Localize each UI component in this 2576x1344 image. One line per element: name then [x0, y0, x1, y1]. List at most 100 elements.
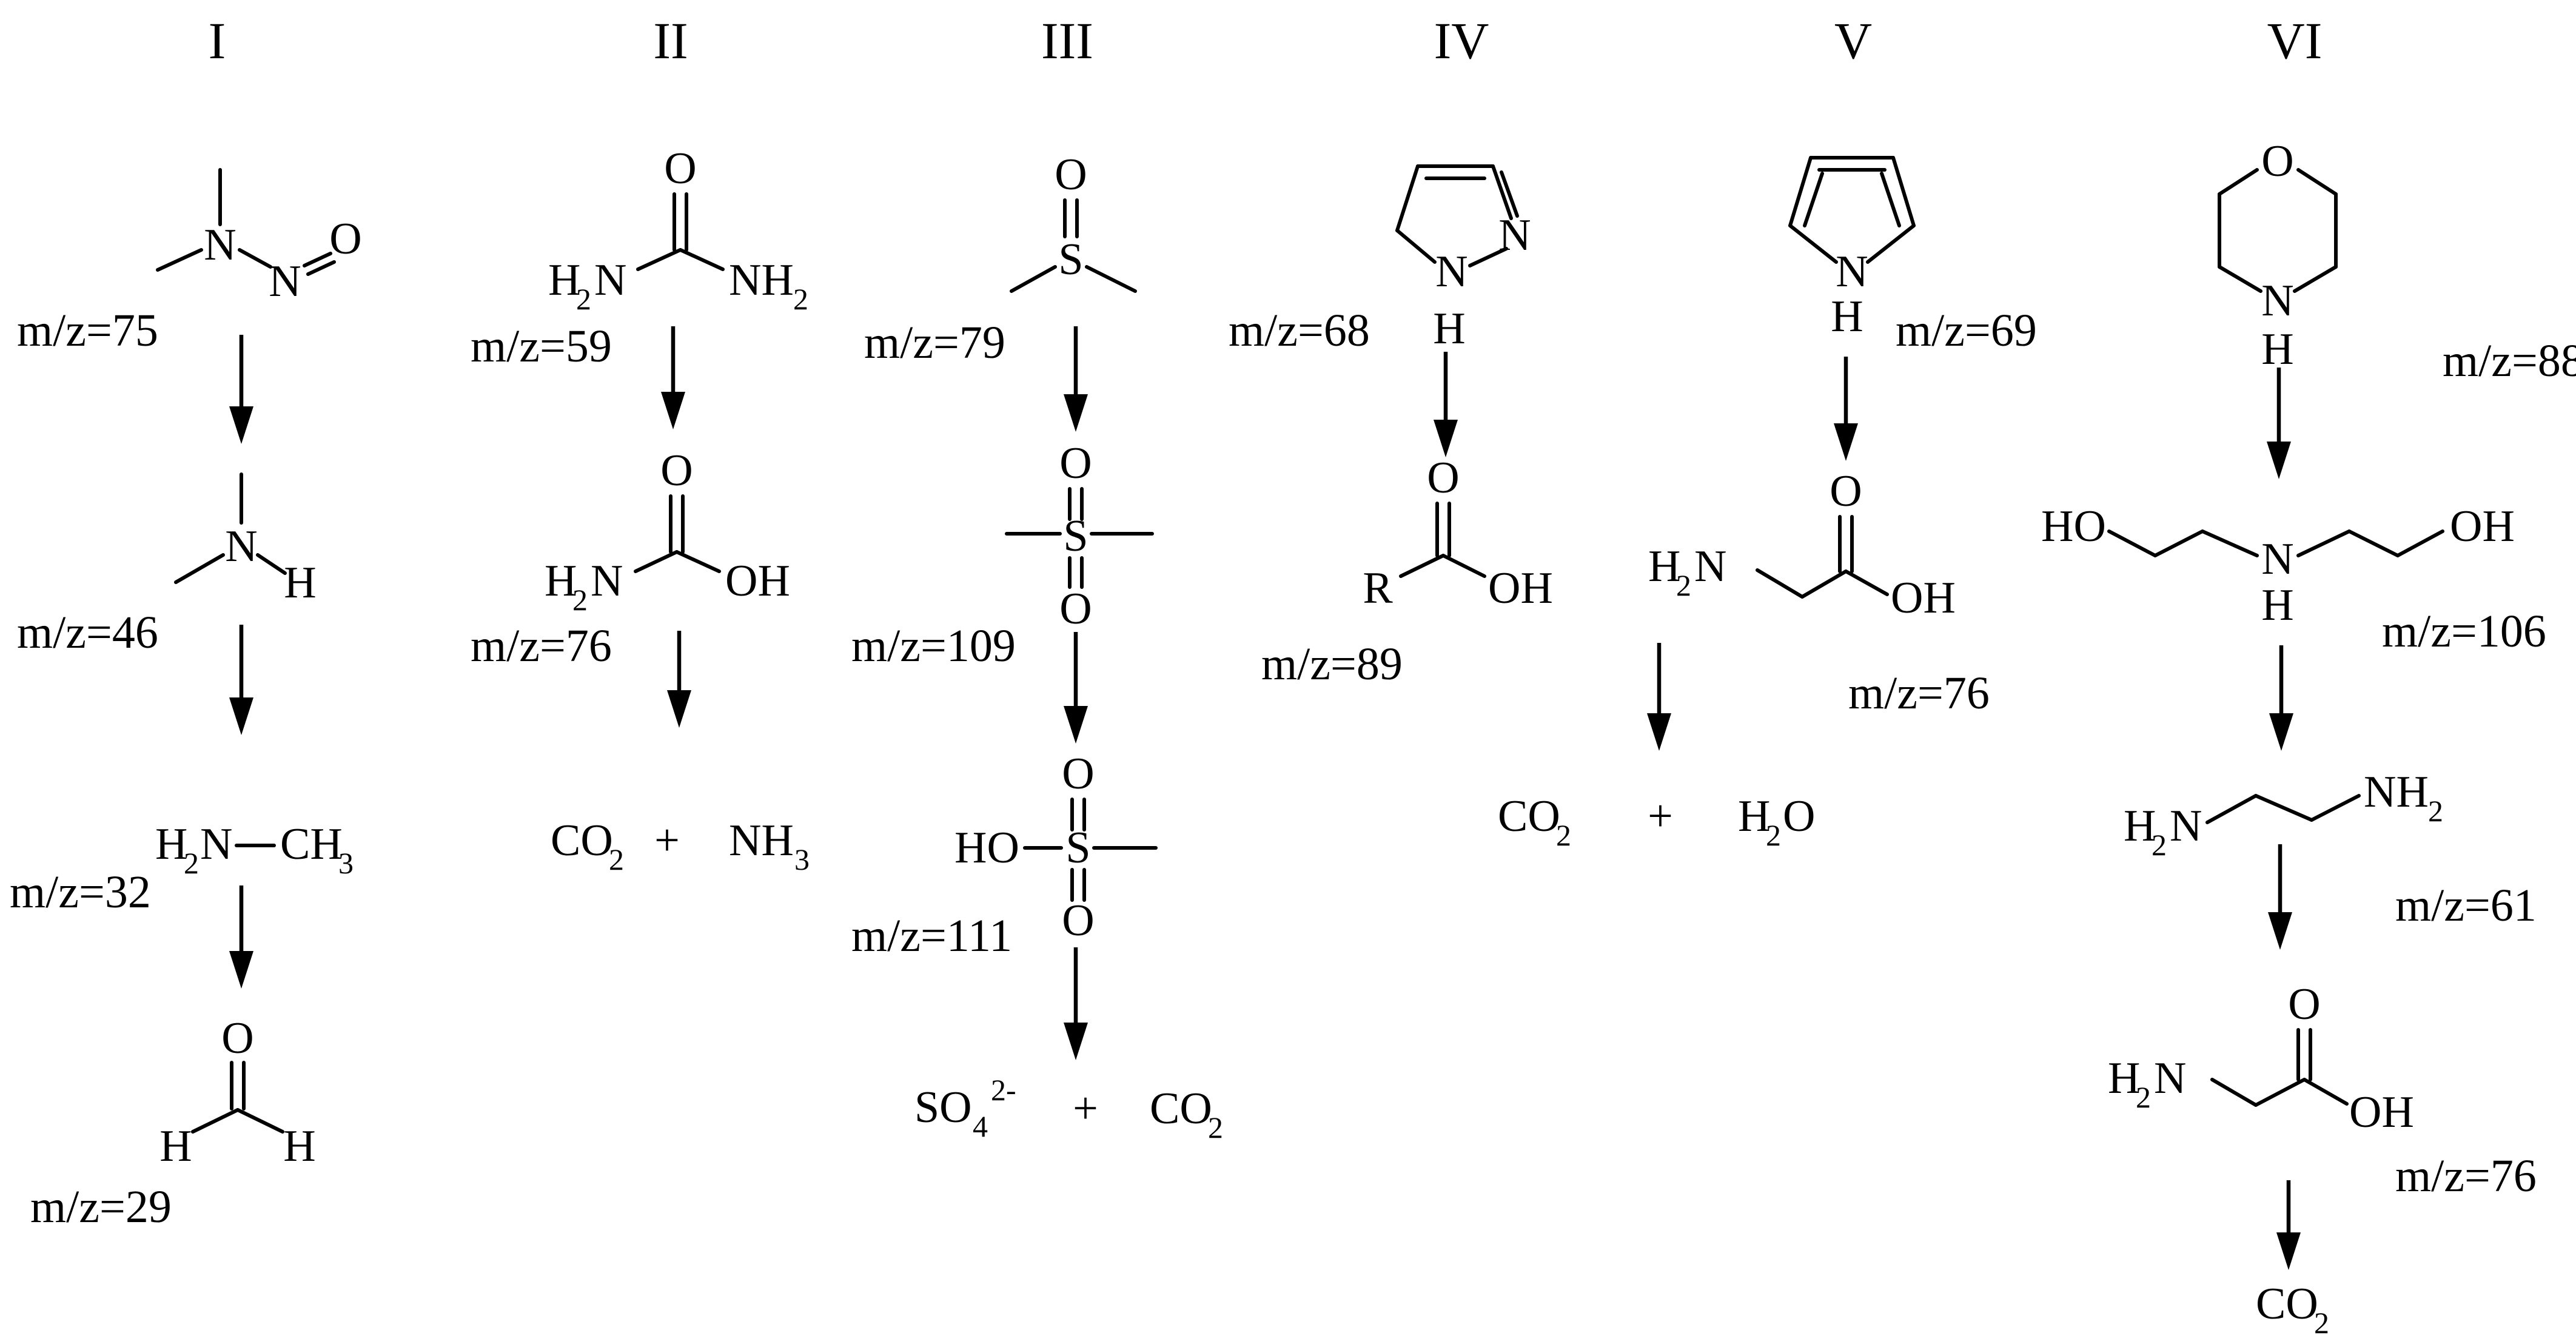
mz-label: m/z=76 — [471, 620, 612, 671]
atom-h: H — [2108, 1053, 2140, 1103]
subscript: 2 — [2152, 828, 2167, 862]
atom-o: O — [1062, 896, 1094, 946]
reaction-arrow — [229, 625, 253, 735]
atom-o: OH — [2349, 1087, 2414, 1137]
mz-label: m/z=89 — [1261, 639, 1403, 690]
atom-o: O — [2261, 136, 2293, 186]
atom-o: O — [329, 214, 361, 264]
reaction-arrow — [1064, 947, 1088, 1060]
atom-h: H — [1433, 304, 1465, 354]
molecule-ndma: N N O — [156, 168, 362, 306]
atom-o: O — [664, 144, 696, 193]
atom-o: O — [1830, 466, 1862, 516]
atom-h: H — [2124, 801, 2156, 851]
subscript: 2 — [793, 282, 808, 316]
mz-label: m/z=109 — [851, 620, 1016, 671]
atom-n: N — [200, 819, 232, 869]
atom-h: H — [1831, 292, 1863, 341]
molecule-pyrazole: N N H — [1395, 164, 1531, 354]
subscript: 4 — [973, 1109, 988, 1143]
atom-n: N — [1498, 210, 1531, 260]
subscript: 2 — [2428, 794, 2443, 828]
atom-o: OH — [2450, 502, 2515, 551]
molecule-pyrrole: N H — [1788, 156, 1916, 341]
atom-o: O — [2288, 979, 2320, 1029]
atom-h: H — [283, 1121, 315, 1171]
atom-n: N — [2261, 276, 2293, 326]
atom-c: CH — [280, 819, 343, 869]
atom-r: R — [1363, 563, 1393, 613]
mz-label: m/z=29 — [30, 1181, 172, 1232]
atom-n: NH — [729, 255, 794, 305]
mz-label: m/z=111 — [851, 910, 1012, 961]
molecule-diethanolamine: HO N OH H — [2041, 502, 2515, 630]
molecule-dimethylamine: N H — [174, 472, 317, 608]
atom-h: H — [284, 558, 316, 608]
mz-label: m/z=68 — [1229, 305, 1370, 356]
product-co2: CO — [2256, 1279, 2318, 1329]
molecule-dmso: O S — [1010, 150, 1137, 293]
subscript: 2 — [1676, 568, 1691, 602]
product-sulfate: SO — [914, 1083, 972, 1132]
atom-n: N — [2154, 1053, 2186, 1103]
reaction-arrow — [1434, 352, 1458, 457]
molecule-formaldehyde: O H H — [159, 1013, 315, 1171]
subscript: 3 — [338, 846, 354, 880]
mz-label: m/z=88 — [2443, 335, 2576, 386]
atom-o: O — [1062, 749, 1094, 799]
numeral-IV: IV — [1434, 12, 1489, 70]
reaction-arrow — [229, 335, 253, 444]
atom-n: N — [594, 255, 626, 305]
atom-n: N — [269, 257, 301, 306]
atom-h: H — [2261, 580, 2293, 630]
mz-label: m/z=75 — [17, 305, 158, 356]
plus-sign: + — [654, 816, 680, 865]
atom-n: N — [2261, 534, 2293, 584]
numeral-III: III — [1041, 12, 1093, 70]
reaction-arrow — [2267, 368, 2291, 479]
molecule-glycine: O H 2 N OH — [1648, 466, 1956, 623]
reaction-arrow — [1834, 357, 1858, 461]
mz-label: m/z=76 — [1848, 668, 1990, 719]
atom-n: N — [1435, 247, 1467, 297]
pathway-I: N N O m/z=75 N H m/z=46 H 2 N CH — [10, 168, 362, 1232]
atom-n: NH — [2364, 767, 2429, 817]
numeral-V: V — [1834, 12, 1872, 70]
reaction-arrow — [2269, 645, 2293, 751]
atom-n: N — [591, 556, 623, 606]
atom-o: OH — [725, 556, 790, 606]
atom-s: S — [1058, 235, 1083, 284]
mz-label: m/z=76 — [2395, 1151, 2537, 1201]
atom-o: O — [1427, 453, 1459, 503]
molecule-methylamine: H 2 N CH 3 — [155, 819, 354, 880]
molecule-carboxylic-acid: O R OH — [1363, 453, 1553, 613]
mz-label: m/z=69 — [1896, 305, 2037, 356]
subscript: 2 — [609, 842, 624, 876]
subscript: 2 — [572, 583, 588, 617]
product-co2: CO — [1150, 1084, 1212, 1134]
plus-sign: + — [1648, 791, 1673, 841]
reaction-arrow — [2268, 844, 2292, 950]
atom-s: S — [1063, 511, 1088, 561]
product-h2o: H — [1738, 791, 1770, 841]
pathway-IV: N N H m/z=68 O R OH m/z=89 — [1229, 164, 1553, 690]
pathway-V: N H m/z=69 O H 2 N OH m/z=76 CO — [1498, 156, 2037, 852]
reaction-arrow — [1064, 326, 1088, 432]
molecule-glycine: O H 2 N OH — [2108, 979, 2414, 1137]
atom-o: O — [660, 446, 693, 496]
molecule-morpholine: O N H — [2218, 136, 2338, 374]
numeral-VI: VI — [2267, 12, 2323, 70]
atom-s: S — [1065, 823, 1090, 873]
reaction-arrow — [661, 326, 685, 429]
mz-label: m/z=106 — [2382, 606, 2546, 657]
atom-o: O — [1059, 584, 1092, 634]
subscript: 2 — [184, 846, 199, 880]
atom-n: N — [225, 522, 257, 571]
atom-o: O — [1783, 791, 1815, 841]
atom-o: O — [221, 1013, 253, 1063]
atom-o: O — [1055, 150, 1087, 200]
product-co2: CO — [1498, 791, 1560, 841]
subscript: 2 — [1766, 818, 1781, 852]
atom-h: H — [545, 556, 577, 606]
